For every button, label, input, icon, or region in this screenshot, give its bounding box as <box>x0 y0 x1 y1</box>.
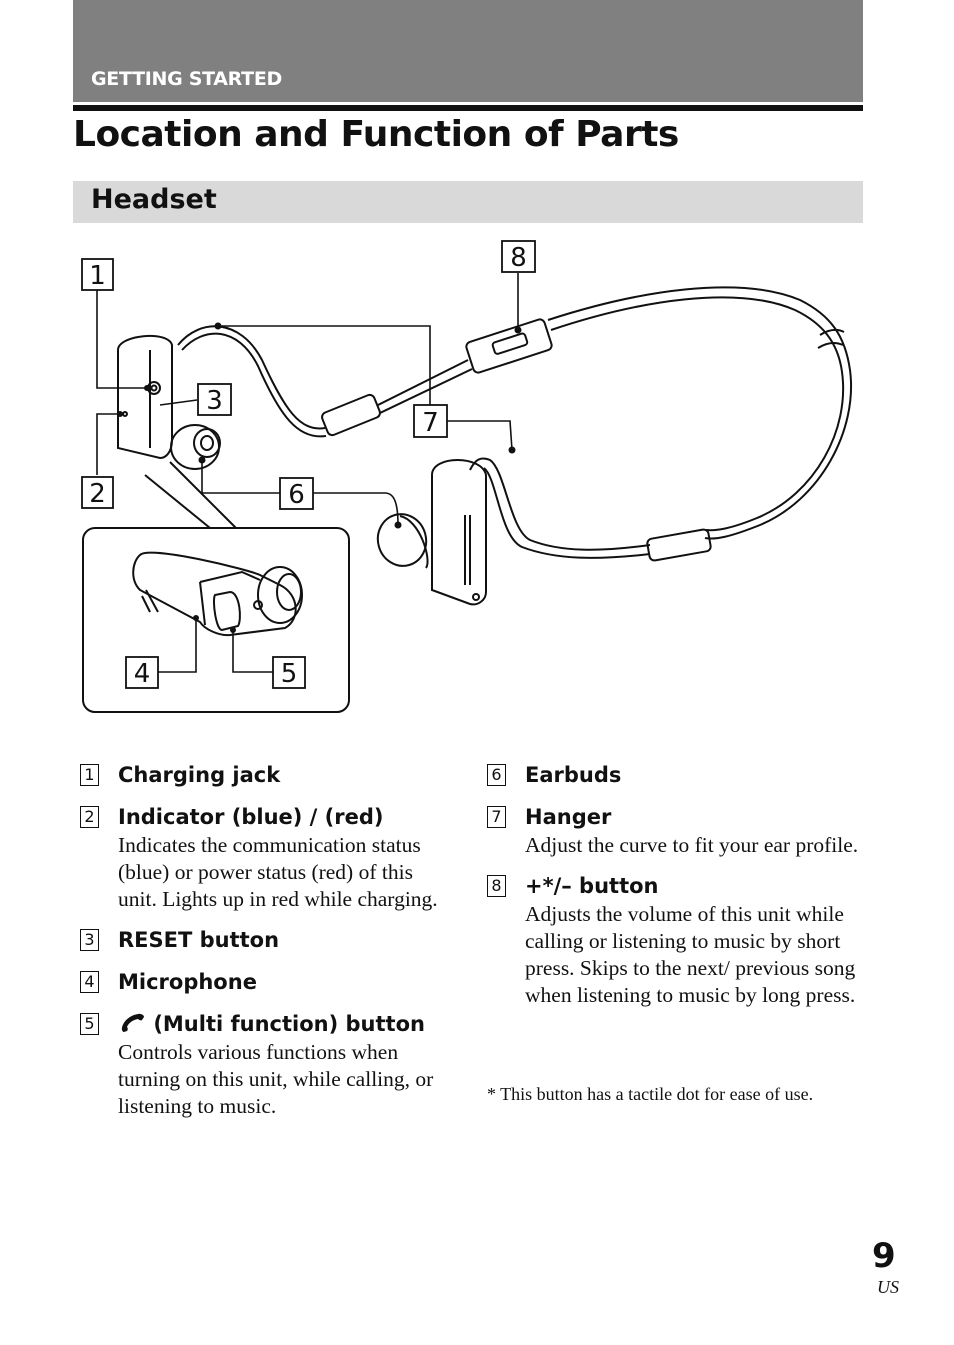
part-item: 5 (Multi function) button Controls vario… <box>80 1009 440 1120</box>
part-item: 6 Earbuds <box>487 760 862 790</box>
headset-diagram: 1 2 3 4 5 6 7 8 <box>81 240 852 713</box>
volume-control-box <box>465 318 553 374</box>
callout-label-8: 8 <box>510 243 527 273</box>
callout-label-1: 1 <box>89 261 106 291</box>
item-number: 6 <box>487 764 506 786</box>
part-item: 3 RESET button <box>80 925 440 955</box>
inset-box <box>82 527 350 713</box>
part-item: 1 Charging jack <box>80 760 440 790</box>
item-number: 5 <box>80 1013 99 1035</box>
hanger-left-arc <box>177 325 326 430</box>
callout-label-4: 4 <box>134 659 151 689</box>
part-item: 8 +*/– button Adjusts the volume of this… <box>487 871 862 1009</box>
left-headset-unit <box>117 334 221 470</box>
section-label: GETTING STARTED <box>91 68 282 90</box>
item-description: Adjust the curve to fit your ear profile… <box>525 833 859 857</box>
part-item: 4 Microphone <box>80 967 440 997</box>
parts-list-left: 1 Charging jack 2 Indicator (blue) / (re… <box>80 760 440 1132</box>
callout-box-8 <box>501 240 536 273</box>
callout-box-7 <box>413 404 448 438</box>
footnote: * This button has a tactile dot for ease… <box>487 1084 814 1104</box>
cable-sleeve-left <box>321 393 381 437</box>
part-item: 2 Indicator (blue) / (red) Indicates the… <box>80 802 440 913</box>
item-title: Indicator (blue) / (red) <box>118 805 384 829</box>
callout-label-3: 3 <box>206 386 223 416</box>
item-title: RESET button <box>118 928 280 952</box>
callout-box-2 <box>81 476 114 509</box>
item-number: 7 <box>487 806 506 828</box>
item-number: 8 <box>487 875 506 897</box>
item-description: Indicates the communication status (blue… <box>118 833 438 911</box>
item-title: Charging jack <box>118 763 281 787</box>
item-number: 1 <box>80 764 99 786</box>
subsection-title: Headset <box>91 184 217 215</box>
item-title: Earbuds <box>525 763 622 787</box>
item-title: Hanger <box>525 805 612 829</box>
hanger-right-loop <box>547 286 852 540</box>
callout-box-4 <box>125 656 159 689</box>
item-description: Controls various functions when turning … <box>118 1040 434 1118</box>
item-number: 2 <box>80 806 99 828</box>
callout-box-3 <box>197 383 232 416</box>
callout-label-2: 2 <box>89 479 106 509</box>
subsection-band: Headset <box>73 181 863 223</box>
parts-list-right: 6 Earbuds 7 Hanger Adjust the curve to f… <box>487 760 862 1021</box>
page-title: Location and Function of Parts <box>73 114 679 155</box>
phone-handset-icon <box>121 1013 144 1032</box>
part-item: 7 Hanger Adjust the curve to fit your ea… <box>487 802 862 859</box>
item-number: 4 <box>80 971 99 993</box>
right-headset-unit <box>376 459 487 606</box>
item-description: Adjusts the volume of this unit while ca… <box>525 902 856 1007</box>
page-number: 9 <box>872 1236 896 1276</box>
item-title: Microphone <box>118 970 257 994</box>
cable-sleeve-right <box>646 528 712 562</box>
callout-box-6 <box>279 477 314 510</box>
callout-label-7: 7 <box>422 408 439 438</box>
region-code: US <box>877 1277 899 1297</box>
header-rule <box>73 105 863 111</box>
callout-box-1 <box>81 258 114 291</box>
callout-box-5 <box>272 656 306 689</box>
item-title: +*/– button <box>525 874 659 898</box>
item-title-row: (Multi function) button <box>118 1009 440 1039</box>
item-number: 3 <box>80 929 99 951</box>
section-header-band: GETTING STARTED <box>73 0 863 102</box>
callout-label-5: 5 <box>281 659 298 689</box>
inset-headset-unit <box>132 551 303 637</box>
item-title: (Multi function) button <box>153 1012 425 1036</box>
callout-label-6: 6 <box>288 480 305 510</box>
